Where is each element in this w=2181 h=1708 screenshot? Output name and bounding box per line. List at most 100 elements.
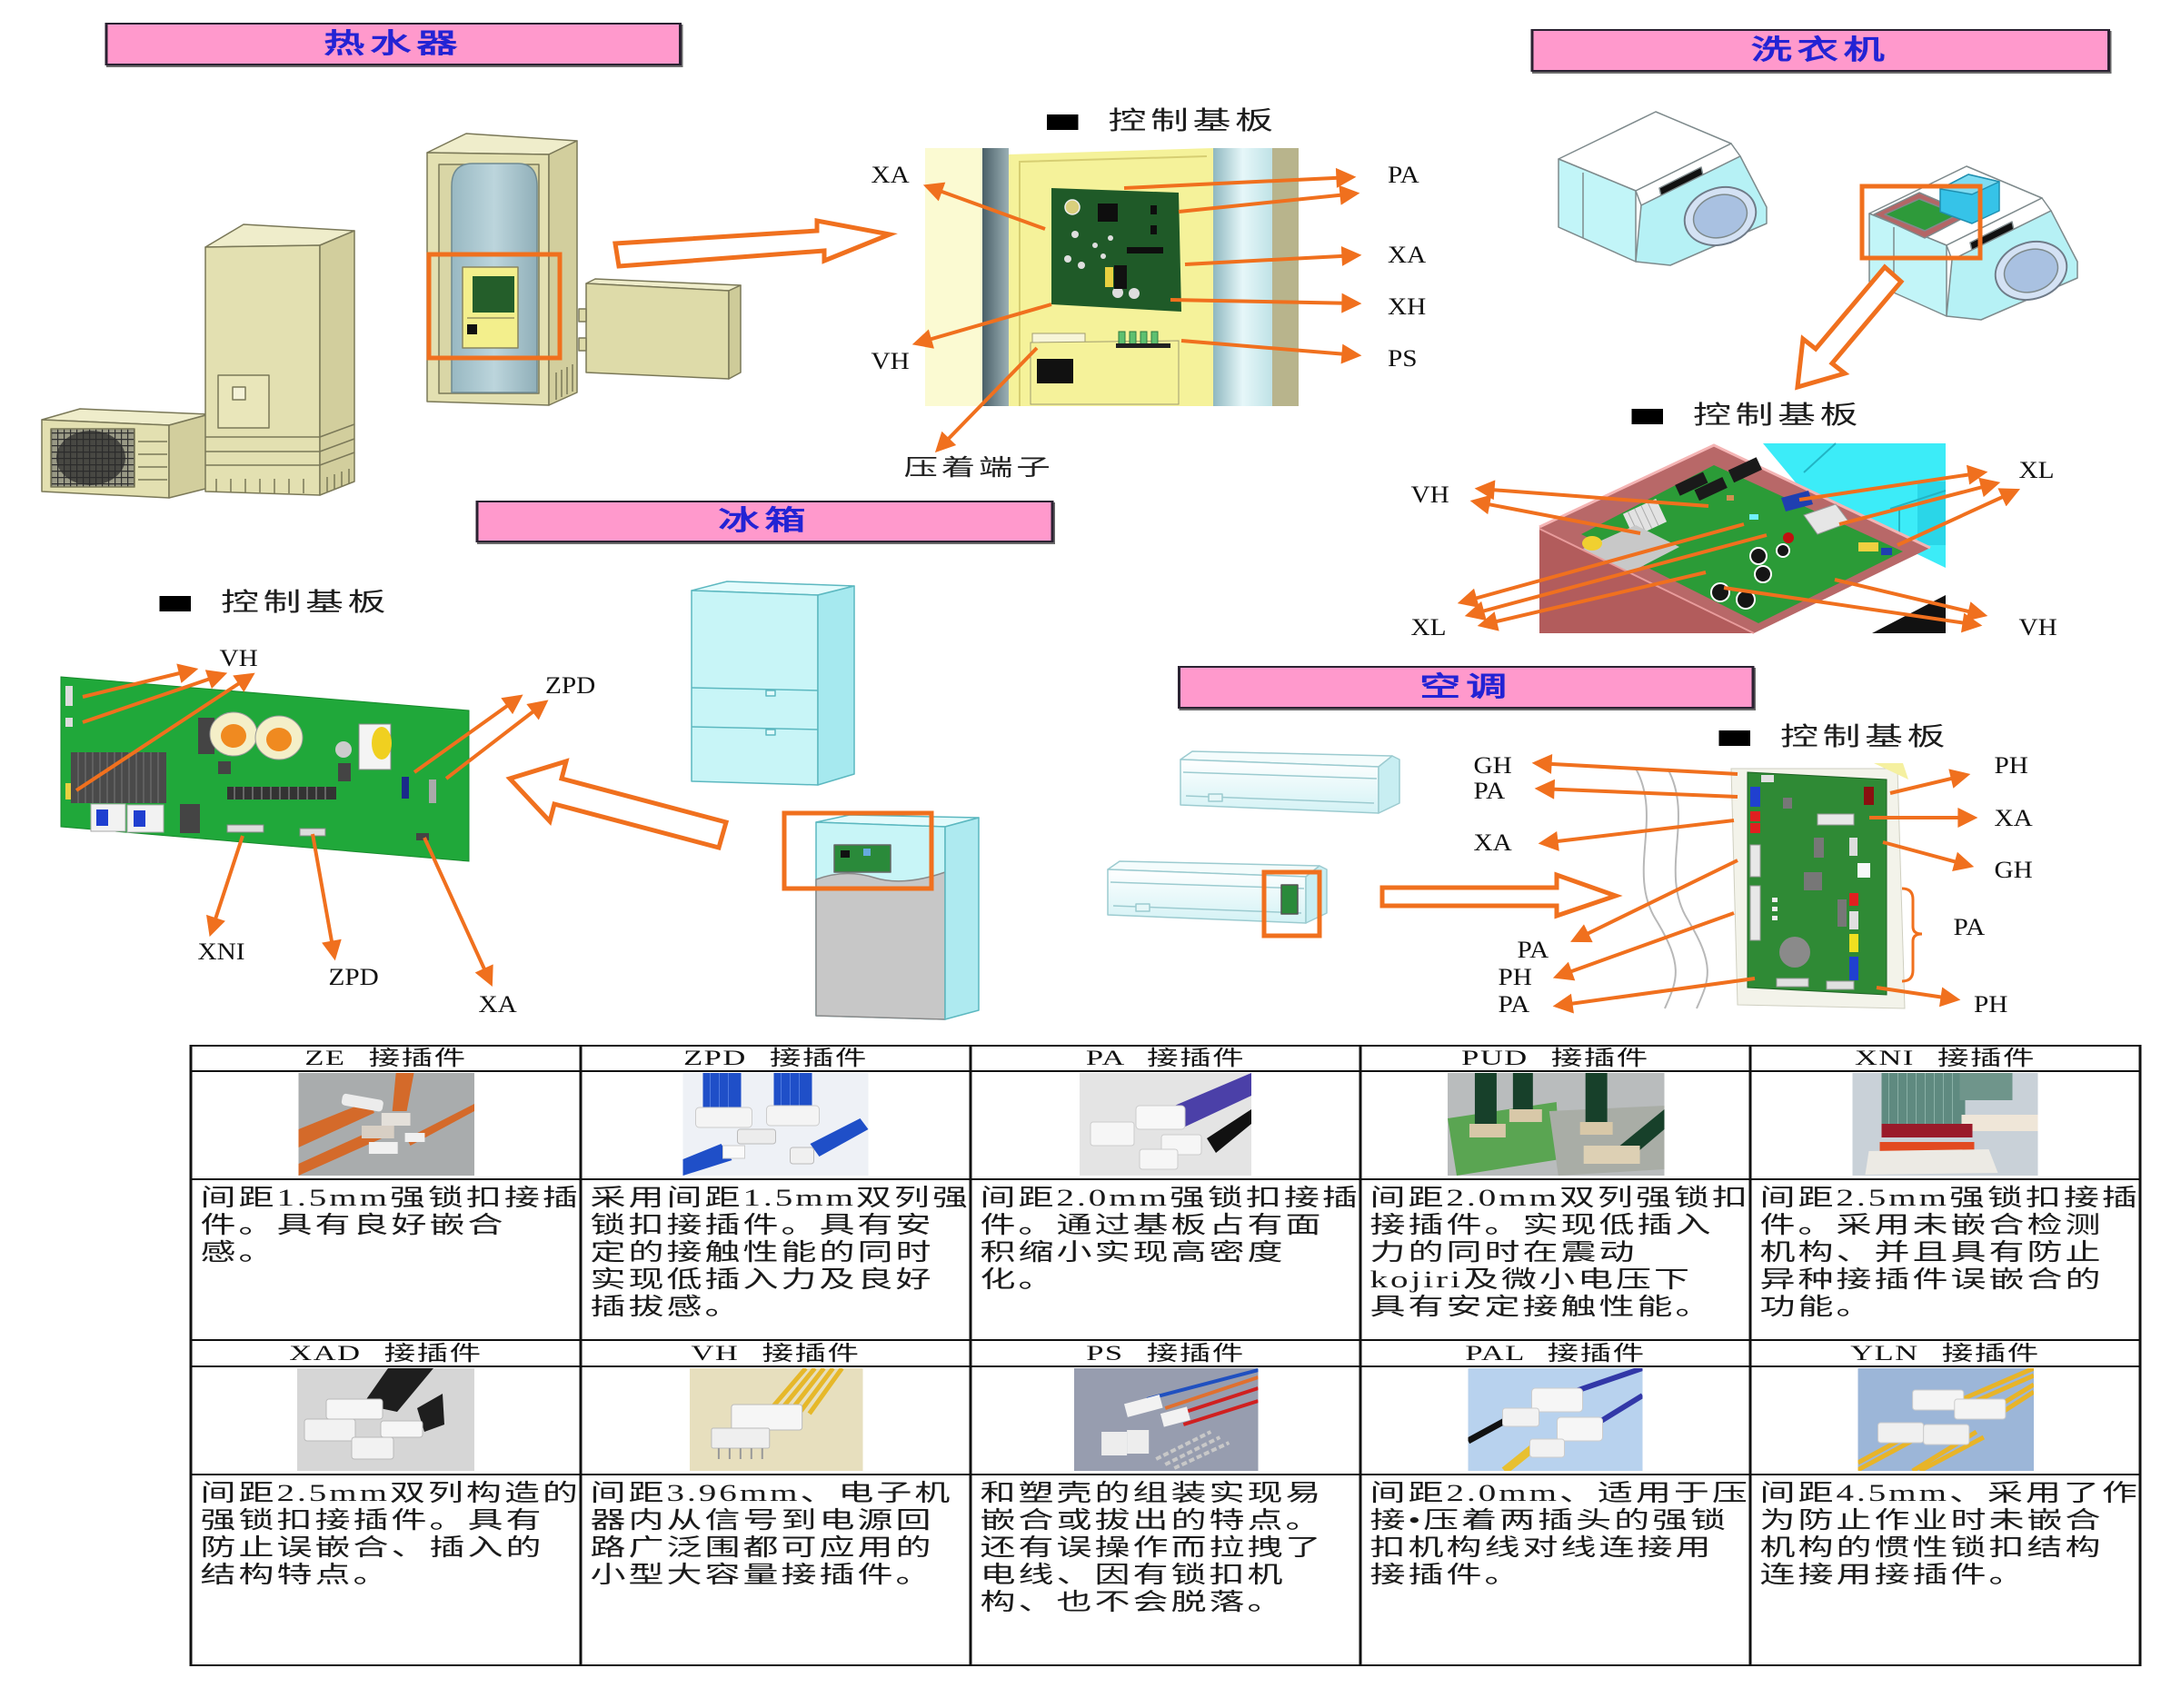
callout-arrow-xni — [206, 835, 244, 938]
callout-arrow-zpd-top-1 — [413, 694, 523, 774]
pa-connector-photo — [1080, 1073, 1251, 1176]
connector-name-ze: ZE 接插件 — [189, 1045, 583, 1072]
callout-arrow-xa-left — [922, 182, 1046, 231]
callout-arrow-ph-left — [1552, 911, 1735, 981]
pud-connector-photo — [1447, 1073, 1664, 1176]
connector-label-pa-right-group: PA — [1953, 914, 1986, 940]
connector-label-crimp-terminal: 压着端子 — [903, 456, 1054, 481]
brace-icon — [1901, 887, 1923, 983]
section-header-refrigerator: 冰箱 — [475, 501, 1054, 542]
water-heater-illustration — [41, 133, 742, 499]
connector-name-vh: VH 接插件 — [579, 1339, 972, 1367]
connector-name-pud: PUD 接插件 — [1359, 1045, 1752, 1072]
connector-label-zpd-top: ZPD — [545, 672, 596, 699]
connector-description-xni: 间距2.5mm强锁扣接插 件。采用未嵌合检测 机构、并且具有防止 异种接插件误嵌… — [1748, 1178, 2142, 1341]
highlight-box — [782, 810, 934, 891]
photo-cell — [1359, 1070, 1752, 1180]
callout-arrow-xl-left-3 — [1477, 571, 1707, 631]
connector-name-zpd: ZPD 接插件 — [579, 1045, 972, 1072]
hot-water-tank-unit — [204, 223, 355, 496]
connector-label-ph-left: PH — [1498, 964, 1532, 990]
vh-connector-photo — [689, 1368, 862, 1471]
caption-text: 控制基板 — [1693, 402, 1863, 430]
connector-description-pa: 间距2.0mm强锁扣接插 件。通过基板占有面 积缩小实现高密度 化。 — [969, 1178, 1362, 1341]
connector-label-xl-right: XL — [2018, 457, 2055, 483]
air-conditioner-callout-arrows — [1531, 753, 1978, 1014]
caption-text: 控制基板 — [1108, 107, 1278, 135]
highlight-box — [1859, 184, 1983, 261]
connector-label-xa-right: XA — [1994, 805, 2033, 831]
bullet-square-icon — [1718, 730, 1750, 746]
connector-label-xa-right: XA — [1388, 242, 1427, 268]
ze-connector-photo — [297, 1073, 474, 1176]
connector-label-xa-left: XA — [1473, 829, 1512, 856]
refrigerator-closed — [691, 581, 855, 786]
washing-machine-callout-arrows — [1457, 464, 2021, 633]
callout-arrow-gh-right — [1882, 840, 1975, 872]
photo-cell — [1359, 1365, 1752, 1475]
bullet-square-icon — [1047, 114, 1079, 130]
callout-arrow-xl-left-2 — [1464, 533, 1768, 621]
callout-arrow-vh-left-2 — [1469, 494, 1641, 535]
caption-text: 控制基板 — [221, 589, 391, 617]
air-conditioner-closed — [1180, 750, 1400, 814]
callout-arrow-xl-right-3 — [1897, 488, 2021, 547]
callout-arrow-crimp-terminal — [934, 346, 1039, 453]
yln-connector-photo — [1857, 1368, 2034, 1471]
connector-name-pal: PAL 接插件 — [1359, 1339, 1752, 1367]
table-row: 间距1.5mm强锁扣接插 件。具有良好嵌合 感。 采用间距1.5mm双列强 锁扣… — [189, 1178, 2142, 1341]
table-row: 间距2.5mm双列构造的 强锁扣接插件。具有 防止误嵌合、插入的 结构特点。 间… — [189, 1474, 2142, 1666]
callout-arrow-vh-right-2 — [1723, 586, 1983, 633]
bullet-square-icon — [159, 595, 191, 611]
photo-cell — [1748, 1365, 2142, 1475]
pal-connector-photo — [1468, 1368, 1643, 1471]
callout-arrow-xa — [423, 837, 493, 988]
table-row — [189, 1070, 2142, 1180]
callout-arrow-pa-left-mid — [1570, 859, 1738, 943]
connector-label-ph-right-top: PH — [1994, 752, 2028, 779]
connector-description-pud: 间距2.0mm双列强锁扣 接插件。实现低插入 力的同时在震动 kojiri及微小… — [1359, 1178, 1752, 1341]
section-title: 洗衣机 — [1750, 35, 1890, 65]
callout-arrow-zpd-bottom — [311, 833, 342, 961]
callout-arrow-pa-left-bottom — [1552, 977, 1756, 1014]
highlight-box — [426, 252, 563, 361]
connector-description-ze: 间距1.5mm强锁扣接插 件。具有良好嵌合 感。 — [189, 1178, 583, 1341]
refrigerator-control-board-photo — [60, 676, 470, 862]
connector-label-ps: PS — [1388, 345, 1418, 372]
section-header-washing-machine: 洗衣机 — [1530, 29, 2110, 72]
callout-arrow-xa-right — [1184, 245, 1362, 266]
photo-cell — [189, 1365, 583, 1475]
callout-arrow-xa-left — [1538, 819, 1735, 851]
zpd-connector-photo — [682, 1073, 869, 1176]
connector-name-yln: YLN 接插件 — [1748, 1339, 2142, 1367]
callout-arrow-xl-left-1 — [1457, 522, 1745, 608]
photo-cell — [189, 1070, 583, 1180]
callout-arrow-vh-left — [911, 303, 1052, 349]
connector-description-zpd: 采用间距1.5mm双列强 锁扣接插件。具有安 定的接触性能的同时 实现低插入力及… — [579, 1178, 972, 1341]
callout-arrow-vh-left-1 — [1474, 480, 1709, 508]
connector-label-pa-left-top: PA — [1473, 778, 1506, 804]
board-caption-washing-machine: 控制基板 — [1631, 402, 1863, 430]
direction-arrow — [505, 758, 730, 851]
photo-cell — [579, 1070, 972, 1180]
connector-label-ph-right-bottom: PH — [1974, 991, 2008, 1018]
connector-label-gh-left: GH — [1473, 752, 1512, 779]
connector-label-pa-left-mid: PA — [1517, 937, 1549, 963]
water-heater-callout-arrows — [911, 167, 1362, 453]
photo-cell — [1748, 1070, 2142, 1180]
photo-cell — [969, 1070, 1362, 1180]
connector-description-xad: 间距2.5mm双列构造的 强锁扣接插件。具有 防止误嵌合、插入的 结构特点。 — [189, 1474, 583, 1666]
callout-arrow-pa-2 — [1178, 184, 1360, 214]
water-heater-control-board-photo — [925, 148, 1299, 406]
refrigerator-open — [815, 814, 980, 1020]
callout-arrow-xl-right-2 — [1838, 477, 2001, 526]
direction-arrow — [1795, 263, 1905, 391]
xad-connector-photo — [297, 1368, 474, 1471]
caption-text: 控制基板 — [1780, 723, 1950, 751]
connector-label-xh: XH — [1388, 293, 1427, 320]
callout-arrow-gh-left — [1531, 753, 1738, 776]
air-conditioner-illustration — [1107, 750, 1400, 924]
direction-arrow — [612, 217, 898, 269]
